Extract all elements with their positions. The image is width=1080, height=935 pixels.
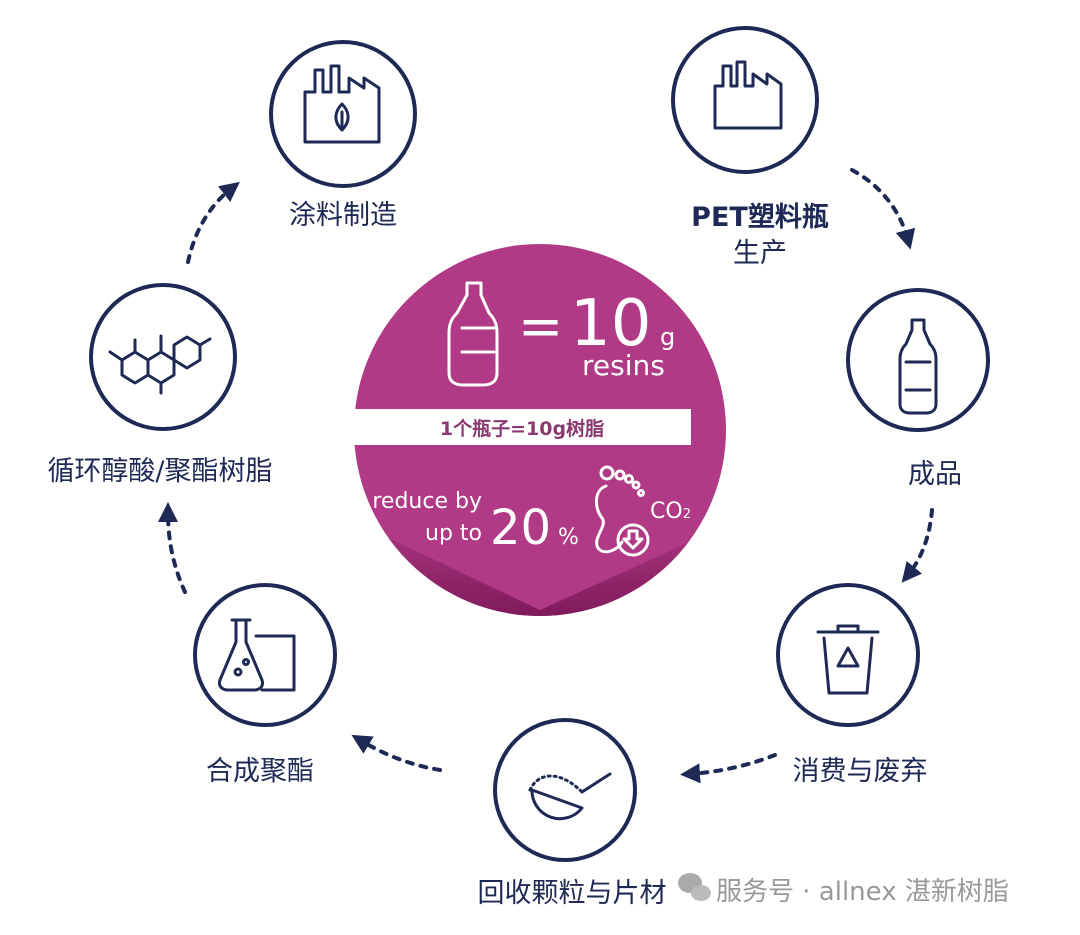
molecule-icon (108, 334, 212, 395)
bottle-icon (447, 281, 499, 387)
amount-unit: g (660, 323, 675, 351)
arrow-synth-to-alkyd (158, 502, 187, 594)
white-band (335, 409, 691, 445)
node-pet: PET塑料瓶 生产 (671, 26, 829, 269)
percent-sign: % (558, 525, 579, 550)
node-coating: 涂料制造 (269, 40, 417, 231)
node-consume: 消费与废弃 (776, 583, 928, 787)
arrow-recycle-to-synth (351, 734, 442, 772)
watermark: 服务号 · allnex 湛新树脂 (678, 873, 1009, 907)
label-synth: 合成聚酯 (206, 756, 314, 787)
co2-label: CO2 (650, 499, 691, 524)
reduce-line2: up to (425, 521, 482, 546)
label-product: 成品 (908, 459, 962, 490)
center-circle: = 10 g resins 1个瓶子=10g树脂 reduce by up to… (335, 244, 726, 616)
reduce-line1: reduce by (372, 489, 482, 514)
scoop-icon (528, 772, 612, 821)
label-pet-line1: PET塑料瓶 (691, 202, 829, 233)
label-consume: 消费与废弃 (793, 756, 928, 787)
arrow-consume-to-recycle (680, 753, 777, 784)
arrow-pet-to-product (850, 168, 916, 250)
node-alkyd: 循环醇酸/聚酯树脂 (47, 283, 273, 487)
resins-label: resins (582, 349, 665, 382)
arrow-alkyd-to-coating (186, 181, 240, 264)
footprint-icon (595, 465, 650, 557)
factory-icon (713, 60, 783, 130)
node-recycle: 回收颗粒与片材 (478, 718, 667, 909)
arrow-product-to-consume (901, 508, 934, 583)
band-text: 1个瓶子=10g树脂 (440, 417, 604, 440)
label-recycle: 回收颗粒与片材 (478, 878, 667, 909)
label-coating: 涂料制造 (289, 200, 397, 231)
percent-value: 20 (490, 500, 551, 556)
node-synth: 合成聚酯 (193, 583, 337, 787)
factory-leaf-icon (303, 64, 381, 144)
label-pet-line2: 生产 (733, 238, 787, 269)
amount-value: 10 (570, 287, 651, 361)
watermark-text: 服务号 · allnex 湛新树脂 (716, 877, 1009, 907)
recycle-bin-icon (816, 624, 880, 695)
equals-sign: = (518, 295, 563, 358)
wechat-icon (678, 873, 711, 901)
label-alkyd: 循环醇酸/聚酯树脂 (47, 456, 272, 487)
flask-beaker-icon (218, 618, 296, 692)
bottle-icon (898, 318, 938, 415)
node-product: 成品 (846, 288, 990, 490)
